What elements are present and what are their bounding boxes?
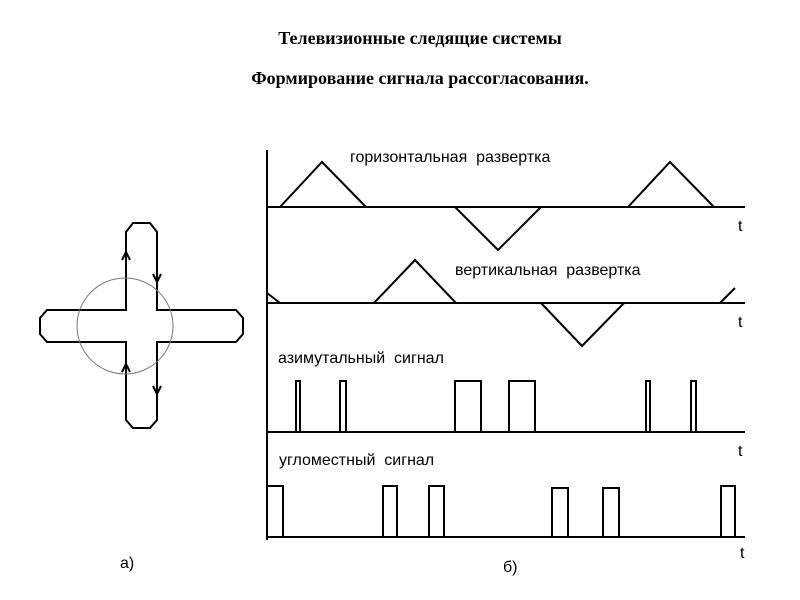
- timing-diagrams: [266, 150, 745, 540]
- signal-label-elevation: угломестный сигнал: [279, 452, 434, 469]
- azimuth-pulse: [454, 380, 482, 432]
- elevation-pulse: [720, 485, 736, 537]
- field-of-view-circle: [76, 277, 174, 375]
- time-label: t: [738, 443, 743, 460]
- azimuth-pulse: [339, 380, 347, 432]
- elevation-pulse: [382, 485, 398, 537]
- horizontal-scan-waveform: [279, 160, 367, 208]
- scan-cross-diagram: [39, 222, 244, 429]
- elevation-pulse: [268, 485, 284, 537]
- slide-title: Телевизионные следящие системы: [278, 28, 562, 48]
- arrow-down-icon: [152, 273, 162, 285]
- time-label: t: [740, 545, 745, 562]
- vertical-scan-waveform: [373, 258, 457, 304]
- vertical-scan-waveform: [266, 292, 281, 304]
- horizontal-scan-waveform: [454, 206, 542, 252]
- label-a: а): [120, 555, 134, 572]
- slide-subtitle: Формирование сигнала рассогласования.: [251, 68, 589, 88]
- horizontal-scan-waveform: [627, 160, 715, 208]
- azimuth-pulse: [645, 380, 651, 432]
- elevation-pulse: [428, 485, 445, 537]
- signal-label-horizontal-scan: горизонтальная развертка: [350, 149, 551, 166]
- azimuth-pulse: [295, 380, 301, 432]
- arrow-down-icon: [152, 385, 162, 397]
- signal-label-vertical-scan: вертикальная развертка: [455, 262, 641, 279]
- signal-label-azimuth: азимутальный сигнал: [278, 350, 444, 367]
- azimuth-pulse: [508, 380, 536, 432]
- vertical-scan-waveform: [719, 287, 736, 304]
- elevation-pulse: [551, 487, 569, 537]
- arrow-up-icon: [121, 249, 131, 261]
- scan-trajectory: [39, 222, 244, 429]
- time-label: t: [738, 314, 743, 331]
- vertical-scan-waveform: [540, 302, 625, 348]
- azimuth-pulse: [690, 380, 697, 432]
- label-b: б): [503, 559, 518, 576]
- arrow-up-icon: [121, 361, 131, 373]
- time-label: t: [738, 218, 743, 235]
- elevation-pulse: [602, 487, 620, 537]
